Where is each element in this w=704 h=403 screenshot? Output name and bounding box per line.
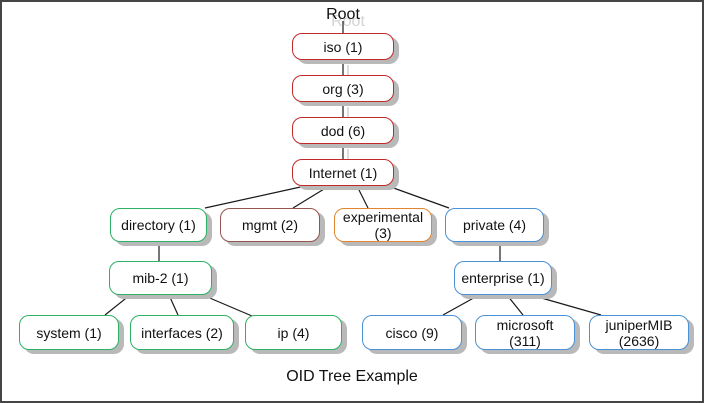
node-label: system (1) bbox=[36, 324, 102, 341]
node-junipermib: juniperMIB (2636) bbox=[589, 315, 689, 350]
node-label: enterprise (1) bbox=[461, 270, 545, 286]
node-interfaces: interfaces (2) bbox=[130, 315, 234, 350]
node-dod: dod (6) bbox=[292, 117, 394, 144]
node-org: org (3) bbox=[292, 75, 394, 102]
node-system: system (1) bbox=[19, 315, 119, 350]
node-label: interfaces (2) bbox=[141, 324, 223, 341]
node-private: private (4) bbox=[445, 208, 544, 242]
node-mib-2: mib-2 (1) bbox=[109, 261, 212, 295]
root-label-shadow: Root bbox=[331, 13, 365, 30]
connector-lines bbox=[104, 21, 602, 317]
node-directory: directory (1) bbox=[110, 208, 207, 242]
node-label: iso (1) bbox=[323, 38, 363, 55]
node-label: org (3) bbox=[322, 80, 364, 97]
node-iso: iso (1) bbox=[292, 33, 394, 60]
diagram-caption: OID Tree Example bbox=[286, 368, 418, 385]
node-label: cisco (9) bbox=[385, 324, 439, 341]
node-label: dod (6) bbox=[320, 122, 366, 139]
node-label: directory (1) bbox=[121, 217, 196, 233]
node-label: microsoft bbox=[496, 316, 554, 333]
node-ip: ip (4) bbox=[245, 315, 342, 350]
node-label: mib-2 (1) bbox=[132, 270, 189, 286]
node-label: mgmt (2) bbox=[242, 217, 298, 233]
node-label: private (4) bbox=[462, 217, 527, 233]
node-label: experimental bbox=[342, 209, 424, 225]
node-mgmt: mgmt (2) bbox=[220, 208, 320, 242]
node-label: juniperMIB bbox=[605, 316, 673, 333]
node-enterprise: enterprise (1) bbox=[454, 261, 552, 295]
node-sublabel: (2636) bbox=[618, 332, 660, 349]
node-sublabel: (311) bbox=[509, 332, 541, 349]
node-sublabel: (3) bbox=[374, 225, 392, 241]
node-microsoft: microsoft (311) bbox=[475, 315, 575, 350]
node-internet: Internet (1) bbox=[292, 159, 394, 186]
node-label: Internet (1) bbox=[308, 164, 378, 181]
root-label: Root bbox=[326, 6, 360, 23]
node-experimental: experimental (3) bbox=[334, 208, 432, 242]
node-cisco: cisco (9) bbox=[362, 315, 462, 350]
node-label: ip (4) bbox=[277, 324, 310, 341]
